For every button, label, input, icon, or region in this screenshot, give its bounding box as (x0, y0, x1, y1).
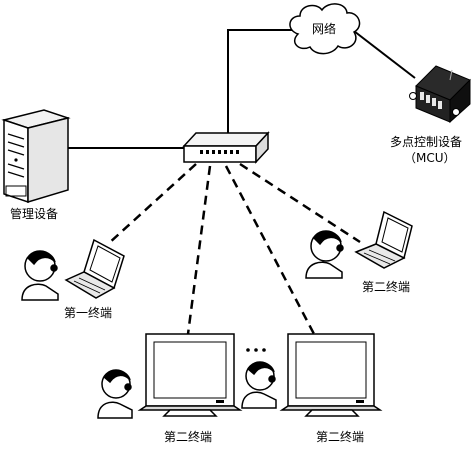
switch-icon (182, 131, 270, 164)
solid-links (68, 27, 416, 149)
link-switch-to-second-terminal-bottom-right (224, 165, 316, 335)
second-terminal-bottom-right-monitor-icon (279, 333, 383, 417)
link-network-to-mcu (349, 27, 416, 79)
link-switch-to-second-terminal-bottom-left (186, 165, 212, 335)
first-terminal-person-icon (21, 250, 59, 301)
network-label: 网络 (312, 22, 337, 36)
mcu-abbreviation-label: （MCU） (404, 151, 456, 165)
second-terminal-right-laptop-icon (354, 210, 413, 269)
management-device-label: 管理设备 (10, 207, 59, 221)
more-terminals-ellipsis (246, 348, 266, 352)
second-terminal-right-person-icon (305, 230, 344, 279)
network-cloud-icon (289, 3, 361, 55)
first-terminal-label: 第一终端 (64, 306, 113, 320)
second-terminal-right-label: 第二终端 (362, 280, 411, 294)
second-terminal-bottom-left-label: 第二终端 (164, 430, 213, 444)
second-terminal-bottom-right-person-icon (241, 361, 277, 409)
link-switch-to-second-terminal-right (239, 162, 361, 244)
link-switch-to-network (227, 29, 296, 133)
second-terminal-bottom-left-person-icon (97, 369, 133, 419)
mcu-label: 多点控制设备 (390, 135, 463, 149)
second-terminal-bottom-right-label: 第二终端 (316, 430, 365, 444)
first-terminal-laptop-icon (64, 238, 125, 299)
dashed-links (107, 162, 361, 335)
management-server-icon (1, 109, 71, 204)
mcu-device-icon (409, 65, 471, 124)
second-terminal-bottom-left-monitor-icon (137, 333, 243, 417)
link-switch-to-first-terminal (107, 163, 197, 245)
